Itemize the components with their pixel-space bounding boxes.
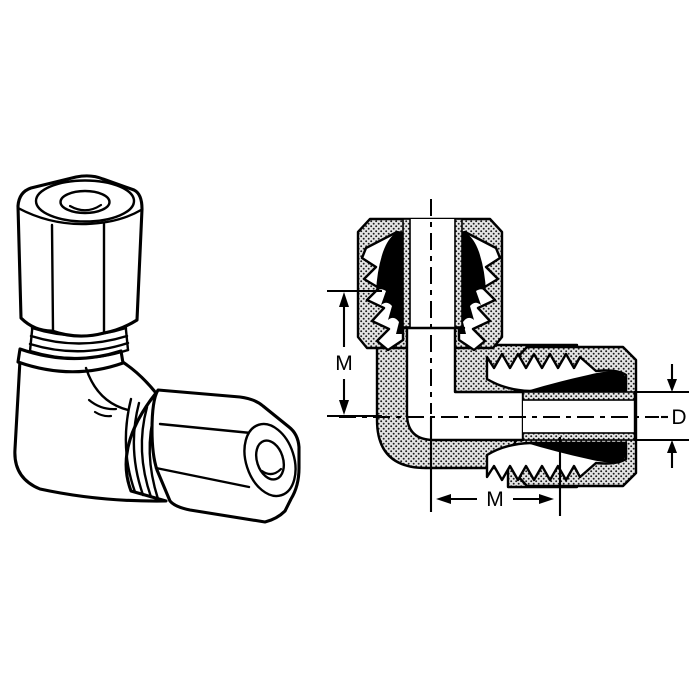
side-threads (124, 397, 160, 501)
elbow-highlight (87, 398, 118, 411)
dimensions: M M D (327, 289, 689, 516)
perspective-view (13, 174, 301, 524)
side-nut-facet (154, 466, 251, 489)
top-ferrule-left (376, 233, 403, 334)
dim-label-m-horizontal: M (486, 488, 504, 511)
top-hole-shade (68, 203, 103, 212)
top-nut-ring (34, 179, 136, 223)
elbow-inner-fillet (84, 366, 130, 412)
side-nut-face (243, 422, 297, 498)
dim-horizontal-m: M (429, 417, 562, 516)
side-hole-shade (260, 467, 283, 476)
top-nut-facet (50, 223, 55, 333)
elbow-highlight (93, 410, 113, 418)
cross-section-view (339, 199, 659, 489)
dim-vertical-m: M (327, 289, 382, 418)
dim-diameter-d: D (637, 364, 689, 468)
top-nut-face-edge (16, 206, 143, 226)
side-nut-hole (254, 439, 286, 481)
bore-section (405, 325, 525, 442)
right-ferrule-top (523, 371, 626, 392)
tube-top (399, 218, 466, 330)
dim-label-m-vertical: M (335, 352, 353, 375)
dim-label-d: D (671, 406, 686, 429)
side-nut-facet (158, 422, 253, 435)
